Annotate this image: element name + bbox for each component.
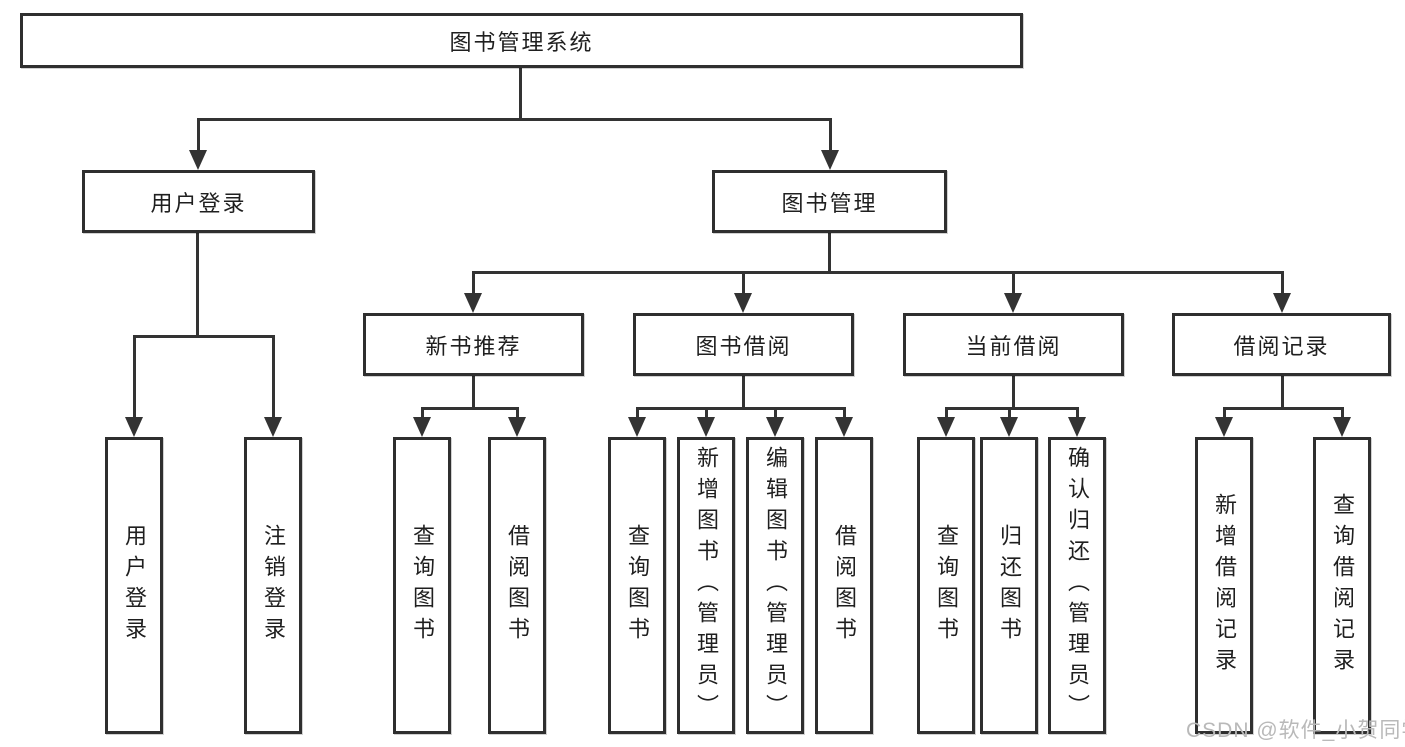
leaf-user-login: 用户登录 bbox=[105, 437, 163, 734]
arrow-down-icon bbox=[1000, 417, 1018, 437]
node-user-login-label: 用户登录 bbox=[150, 190, 247, 216]
connector-level2-rail bbox=[197, 118, 832, 121]
node-root-label: 图书管理系统 bbox=[449, 29, 594, 55]
leaf-borrow-books-1-label: 借阅图书 bbox=[505, 523, 530, 648]
arrow-down-icon bbox=[1333, 417, 1351, 437]
node-book-management: 图书管理 bbox=[712, 170, 947, 233]
arrow-down-icon bbox=[628, 417, 646, 437]
arrow-down-icon bbox=[464, 293, 482, 313]
node-book-borrowing-label: 图书借阅 bbox=[695, 333, 792, 359]
leaf-add-borrow-record: 新增借阅记录 bbox=[1195, 437, 1253, 734]
connector-section-stem bbox=[1281, 373, 1284, 410]
node-borrowing-records-label: 借阅记录 bbox=[1233, 333, 1330, 359]
arrow-down-icon bbox=[413, 417, 431, 437]
node-new-book-recommend: 新书推荐 bbox=[363, 313, 584, 376]
leaf-logout: 注销登录 bbox=[244, 437, 302, 734]
node-current-borrowing: 当前借阅 bbox=[903, 313, 1124, 376]
arrow-down-icon bbox=[125, 417, 143, 437]
arrow-down-icon bbox=[1273, 293, 1291, 313]
arrow-down-icon bbox=[1215, 417, 1233, 437]
connector-section-stem bbox=[1012, 373, 1015, 410]
connector-stub-section bbox=[1012, 271, 1015, 295]
connector-stub-leaf bbox=[516, 407, 519, 421]
leaf-borrow-books-2: 借阅图书 bbox=[815, 437, 873, 734]
connector-stub-section bbox=[472, 271, 475, 295]
connector-stub-leaf bbox=[1008, 407, 1011, 421]
connector-stub-book-mgmt bbox=[829, 118, 832, 152]
leaf-logout-label: 注销登录 bbox=[261, 523, 286, 648]
leaf-borrow-books-1: 借阅图书 bbox=[488, 437, 546, 734]
connector-stub-section bbox=[742, 271, 745, 295]
connector-stub-leaf bbox=[774, 407, 777, 421]
connector-root-stem bbox=[519, 66, 522, 120]
connector-stub-leaf bbox=[705, 407, 708, 421]
node-current-borrowing-label: 当前借阅 bbox=[965, 333, 1062, 359]
leaf-query-books-2-label: 查询图书 bbox=[625, 523, 650, 648]
node-new-book-recommend-label: 新书推荐 bbox=[425, 333, 522, 359]
leaf-edit-books-admin: 编辑图书（管理员） bbox=[746, 437, 804, 734]
connector-section-stem bbox=[742, 373, 745, 410]
leaf-confirm-return-admin-label: 确认归还（管理员） bbox=[1065, 446, 1090, 725]
connector-stub-leaf bbox=[1341, 407, 1344, 421]
csdn-watermark: CSDN @软件_小贺同学 bbox=[1186, 719, 1405, 742]
leaf-query-books-2: 查询图书 bbox=[608, 437, 666, 734]
arrow-down-icon bbox=[1004, 293, 1022, 313]
connector-stub-section bbox=[1281, 271, 1284, 295]
node-user-login: 用户登录 bbox=[82, 170, 315, 233]
arrow-down-icon bbox=[937, 417, 955, 437]
arrow-down-icon bbox=[734, 293, 752, 313]
node-borrowing-records: 借阅记录 bbox=[1172, 313, 1391, 376]
leaf-edit-books-admin-label: 编辑图书（管理员） bbox=[763, 446, 788, 725]
connector-stub-leaf bbox=[133, 335, 136, 418]
arrow-down-icon bbox=[189, 150, 207, 170]
connector-leaf-rail bbox=[1223, 407, 1344, 410]
connector-stub-leaf bbox=[843, 407, 846, 421]
leaf-add-books-admin: 新增图书（管理员） bbox=[677, 437, 735, 734]
leaf-confirm-return-admin: 确认归还（管理员） bbox=[1048, 437, 1106, 734]
node-book-management-label: 图书管理 bbox=[781, 190, 878, 216]
connector-leaf-rail bbox=[945, 407, 1079, 410]
arrow-down-icon bbox=[821, 150, 839, 170]
arrow-down-icon bbox=[264, 417, 282, 437]
leaf-return-books-label: 归还图书 bbox=[997, 523, 1022, 648]
leaf-query-books-1-label: 查询图书 bbox=[410, 523, 435, 648]
connector-user-login-stem bbox=[196, 233, 199, 338]
connector-level3-rail bbox=[472, 271, 1284, 274]
connector-stub-user-login bbox=[197, 118, 200, 152]
leaf-user-login-label: 用户登录 bbox=[122, 523, 147, 648]
connector-stub-leaf bbox=[945, 407, 948, 421]
arrow-down-icon bbox=[1068, 417, 1086, 437]
leaf-add-borrow-record-label: 新增借阅记录 bbox=[1212, 492, 1237, 679]
leaf-query-books-3-label: 查询图书 bbox=[934, 523, 959, 648]
node-root-library-system: 图书管理系统 bbox=[20, 13, 1023, 68]
leaf-query-books-1: 查询图书 bbox=[393, 437, 451, 734]
leaf-query-borrow-record: 查询借阅记录 bbox=[1313, 437, 1371, 734]
connector-leaf-rail bbox=[421, 407, 519, 410]
connector-stub-leaf bbox=[421, 407, 424, 421]
connector-stub-leaf bbox=[1223, 407, 1226, 421]
leaf-query-borrow-record-label: 查询借阅记录 bbox=[1330, 492, 1355, 679]
leaf-borrow-books-2-label: 借阅图书 bbox=[832, 523, 857, 648]
arrow-down-icon bbox=[697, 417, 715, 437]
connector-stub-leaf bbox=[1076, 407, 1079, 421]
arrow-down-icon bbox=[508, 417, 526, 437]
connector-leaf-rail bbox=[636, 407, 846, 410]
connector-stub-leaf bbox=[272, 335, 275, 418]
connector-section-stem bbox=[472, 373, 475, 410]
arrow-down-icon bbox=[835, 417, 853, 437]
connector-user-login-rail bbox=[133, 335, 275, 338]
connector-book-mgmt-stem bbox=[828, 233, 831, 274]
leaf-query-books-3: 查询图书 bbox=[917, 437, 975, 734]
leaf-add-books-admin-label: 新增图书（管理员） bbox=[694, 446, 719, 725]
leaf-return-books: 归还图书 bbox=[980, 437, 1038, 734]
arrow-down-icon bbox=[766, 417, 784, 437]
node-book-borrowing: 图书借阅 bbox=[633, 313, 854, 376]
connector-stub-leaf bbox=[636, 407, 639, 421]
